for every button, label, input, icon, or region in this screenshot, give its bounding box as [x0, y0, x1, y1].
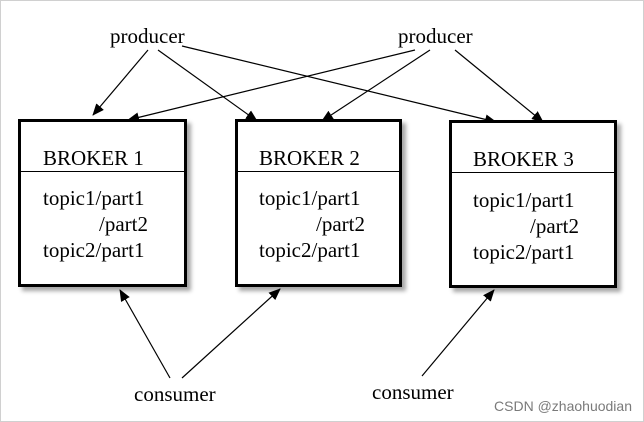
arrow-consumer2-broker3	[421, 289, 495, 377]
broker-2-topic-2: /part2	[316, 212, 365, 236]
broker-2-topic-1: topic1/part1	[259, 186, 361, 210]
broker-3-topic-2: /part2	[530, 214, 579, 238]
arrow-producer1-broker2	[157, 49, 258, 122]
broker-1-topic-3: topic2/part1	[43, 238, 145, 262]
producer-label-2: producer	[398, 24, 473, 48]
arrow-producer2-broker1	[127, 49, 416, 123]
broker-title-1: BROKER 1	[21, 122, 184, 172]
broker-1-topic-2: /part2	[99, 212, 148, 236]
watermark: CSDN @zhaohuodian	[494, 398, 632, 414]
producer-label-1: producer	[110, 24, 185, 48]
arrow-producer2-broker3	[454, 49, 544, 123]
broker-title-3: BROKER 3	[452, 123, 614, 173]
arrow-producer2-broker2	[321, 49, 431, 122]
broker-box-3: BROKER 3 topic1/part1 /part2 topic2/part…	[449, 120, 617, 288]
consumer-label-2: consumer	[372, 380, 454, 404]
consumer-label-1: consumer	[134, 382, 216, 406]
broker-box-1: BROKER 1 topic1/part1 /part2 topic2/part…	[18, 119, 187, 287]
arrow-consumer1-broker2	[181, 288, 281, 379]
broker-2-topic-3: topic2/part1	[259, 238, 361, 262]
broker-box-2: BROKER 2 topic1/part1 /part2 topic2/part…	[235, 119, 402, 287]
arrow-consumer1-broker1	[119, 289, 171, 379]
arrow-producer1-broker3	[181, 45, 497, 125]
broker-3-topic-1: topic1/part1	[473, 188, 575, 212]
arrow-producer1-broker1	[92, 49, 149, 116]
broker-3-topic-3: topic2/part1	[473, 240, 575, 264]
broker-1-topic-1: topic1/part1	[43, 186, 145, 210]
broker-title-2: BROKER 2	[238, 122, 399, 172]
